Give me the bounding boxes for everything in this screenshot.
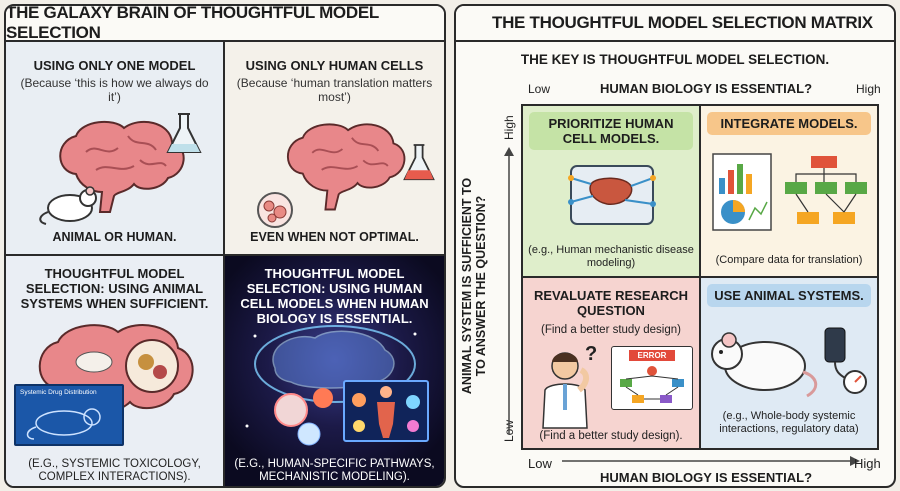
galaxy-brain-panel: THE GALAXY BRAIN OF THOUGHTFUL MODEL SEL… [4,4,446,488]
mouse-schematic-icon [26,408,101,440]
quadrant-heading: INTEGRATE MODELS. [720,116,858,131]
quadrant-note: (Compare data for translation) [715,254,863,266]
left-panel-title: THE GALAXY BRAIN OF THOUGHTFUL MODEL SEL… [6,6,444,42]
bottom-axis-low: Low [528,456,552,471]
cell-subtext: (Because ‘this is how we always do it’) [20,76,209,104]
cell-human-cell-models: THOUGHTFUL MODEL SELECTION: USING HUMAN … [225,256,444,486]
top-axis-title: HUMAN BIOLOGY IS ESSENTIAL? [599,81,813,96]
quadrant-subtext: (Find a better study design) [541,324,681,336]
blood-pressure-cuff-icon [824,327,867,394]
cell-subtext: (Because ‘human translation matters most… [236,76,433,104]
error-board: ERROR [611,346,693,410]
quadrant-heading: PRIORITIZE HUMAN CELL MODELS. [548,116,674,146]
liver-chip-icon [568,165,656,225]
human-anatomy-icon [352,386,420,438]
quadrant-integrate-models: INTEGRATE MODELS. (Compare data for tran… [701,106,877,278]
quadrant-note: (e.g., Human mechanistic disease modelin… [528,244,694,269]
quadrant-note: (Find a better study design). [539,430,683,442]
cell-heading: THOUGHTFUL MODEL SELECTION: USING HUMAN … [240,266,429,326]
quadrant-heading: REVALUATE RESEARCH QUESTION [533,288,689,318]
flask-icon [403,144,435,181]
brain-icon [287,123,406,211]
left-axis-high: High [502,115,516,140]
selection-matrix-panel: THE THOUGHTFUL MODEL SELECTION MATRIX TH… [454,4,896,488]
quadrant-heading-band: PRIORITIZE HUMAN CELL MODELS. [529,112,693,150]
quadrant-heading-band: INTEGRATE MODELS. [707,112,871,135]
left-axis-title-line1: ANIMAL SYSTEM IS SUFFICIENT TO [460,177,474,395]
svg-text:?: ? [585,343,597,365]
glowing-brain-icon [245,325,417,446]
cell-note: (e.g., HUMAN-SPECIFIC PATHWAYS, MECHANIS… [234,458,435,483]
cell-note: (e.g., SYSTEMIC TOXICOLOGY, COMPLEX INTE… [28,458,201,483]
bottom-axis-title: HUMAN BIOLOGY IS ESSENTIAL? [599,470,813,485]
cell-heading: USING ONLY ONE MODEL [33,58,196,73]
cell-animal-systems: THOUGHTFUL MODEL SELECTION: USING ANIMAL… [6,256,225,486]
mouse-icon [39,186,97,225]
quadrant-heading: USE ANIMAL SYSTEMS. [714,288,864,303]
matrix-key-statement: THE KEY IS THOUGHTFUL MODEL SELECTION. [520,52,830,67]
left-axis-title-line2: TO ANSWER THE QUESTION? [474,195,488,377]
rat-icon [711,332,818,398]
drug-distribution-inset: Systemic Drug Distribution [14,384,124,446]
selection-matrix-grid: PRIORITIZE HUMAN CELL MODELS. (e.g., Hum… [521,104,879,450]
inset-label: Systemic Drug Distribution [20,389,97,396]
top-axis-high: High [856,82,881,96]
quadrant-note: (e.g., Whole-body systemic interactions,… [719,410,859,435]
cell-petri-icon [257,192,293,228]
left-axis-arrow [504,147,514,434]
error-label: ERROR [629,350,675,361]
quadrant-prioritize-human-cells: PRIORITIZE HUMAN CELL MODELS. (e.g., Hum… [523,106,701,278]
quadrant-heading-band: USE ANIMAL SYSTEMS. [707,284,871,307]
chart-icon [712,153,772,231]
cell-human-cells-only: USING ONLY HUMAN CELLS (Because ‘human t… [225,42,444,256]
human-body-inset [343,380,429,442]
quadrant-use-animal-systems: USE ANIMAL SYSTEMS. (e.g., Whole-body sy… [701,278,877,448]
cell-footer: ANIMAL OR HUMAN. [52,230,177,244]
flask-icon [166,113,202,153]
error-flow-icon [620,366,684,403]
flowchart-icon [785,156,867,224]
bottom-axis-high: High [854,456,881,471]
cell-footer: EVEN WHEN NOT OPTIMAL. [250,230,419,244]
top-axis-low: Low [528,82,551,96]
cell-heading: THOUGHTFUL MODEL SELECTION: USING ANIMAL… [20,266,209,311]
quadrant-revaluate-question: REVALUATE RESEARCH QUESTION (Find a bett… [523,278,701,448]
cell-one-model: USING ONLY ONE MODEL (Because ‘this is h… [6,42,225,256]
cell-heading: USING ONLY HUMAN CELLS [245,58,424,73]
bottom-axis-arrow [562,456,860,466]
scientist-icon: ? [542,343,597,429]
right-panel-title: THE THOUGHTFUL MODEL SELECTION MATRIX [456,6,894,42]
